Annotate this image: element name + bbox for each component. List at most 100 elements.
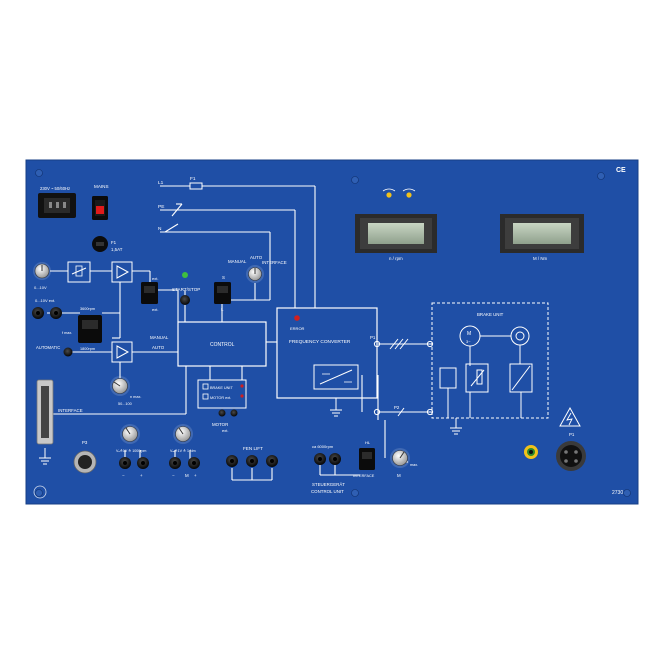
n-label: N bbox=[158, 226, 162, 232]
warning-icon bbox=[559, 406, 581, 427]
manufacturer-logo bbox=[33, 485, 47, 499]
fern-lift-jack-3[interactable] bbox=[266, 455, 278, 467]
motor-ext-jacks[interactable] bbox=[218, 409, 238, 417]
p3-connector[interactable] bbox=[73, 450, 97, 474]
speed-range-switch[interactable] bbox=[78, 315, 102, 343]
ground-safety-socket[interactable] bbox=[524, 445, 538, 459]
ext-voltage-jack-neg[interactable] bbox=[50, 307, 62, 319]
speed-plus-label: + bbox=[140, 473, 143, 478]
l-label: L bbox=[221, 307, 224, 312]
speed-scale-knob[interactable] bbox=[120, 424, 140, 444]
interface-bottom-label: INTERFACE bbox=[353, 474, 375, 478]
auto-label: AUTO bbox=[152, 345, 165, 350]
torque-scale-knob[interactable] bbox=[173, 424, 193, 444]
ce-mark: CE bbox=[616, 167, 626, 174]
torque-plus-label: + bbox=[194, 473, 197, 478]
rpm-3600-label: 3600rpm bbox=[80, 307, 95, 311]
error-label: ERROR bbox=[290, 326, 305, 331]
amplifier-block-bottom bbox=[111, 341, 133, 363]
motor-ext-label: MOTOR bbox=[212, 422, 228, 427]
fuse-holder[interactable] bbox=[92, 236, 108, 252]
interface-left-label: INTERFACE bbox=[58, 408, 83, 413]
fern-lift-label: FEN LIFT bbox=[243, 446, 263, 451]
m-knob-label: M bbox=[397, 473, 401, 478]
ext-label-2: ext. bbox=[222, 428, 228, 433]
interface-top-label: INTERFACE bbox=[262, 260, 287, 265]
torque-volt-label: Vₘ≙1V ≙ 1 Nm bbox=[170, 448, 196, 453]
setpoint-knob[interactable] bbox=[33, 262, 51, 280]
p1-right-label: P1 bbox=[569, 432, 575, 437]
ext-label-1: ext. bbox=[152, 276, 158, 281]
ca-rpm-label: ca 6000rpm bbox=[312, 444, 334, 449]
error-led bbox=[294, 315, 300, 321]
panel-screws bbox=[35, 169, 631, 497]
ext-label-1b: ext. bbox=[152, 307, 158, 312]
ext-voltage-jack-pos[interactable] bbox=[32, 307, 44, 319]
max-label: max. bbox=[410, 463, 418, 467]
control-unit-jack-1[interactable] bbox=[314, 453, 326, 465]
motor-power-connector[interactable] bbox=[556, 441, 586, 471]
torque-output-jack-1[interactable] bbox=[169, 457, 181, 469]
start-stop-label: START/STOP bbox=[172, 287, 200, 292]
speed-minus-label: − bbox=[122, 473, 125, 478]
torque-output-jack-2[interactable] bbox=[188, 457, 200, 469]
f1-fuse-symbol bbox=[189, 182, 203, 190]
brake-unit-legend: BRAKE UNIT bbox=[210, 386, 233, 390]
brake-unit-label: BRAKE UNIT bbox=[477, 312, 504, 317]
p2-connector-symbol bbox=[373, 407, 434, 417]
unit-legend-box bbox=[197, 379, 247, 409]
ground-symbol-left bbox=[39, 448, 51, 465]
ext-voltage-label: 0...10V ext. bbox=[35, 298, 55, 303]
torque-minus-label: − bbox=[172, 473, 175, 478]
p1-label: P1 bbox=[370, 335, 376, 340]
p2-label: P2 bbox=[394, 405, 400, 410]
nmax-knob[interactable] bbox=[110, 376, 130, 396]
automatic-jack[interactable] bbox=[63, 347, 73, 357]
power-inlet[interactable] bbox=[38, 193, 76, 218]
voltage-range-label: 0...10V bbox=[34, 285, 47, 290]
mode-selector-knob[interactable] bbox=[246, 265, 264, 283]
fmax-label: f max. bbox=[62, 331, 72, 335]
mains-switch[interactable] bbox=[92, 196, 108, 220]
p1-connector-symbol bbox=[373, 338, 434, 350]
s-label: S bbox=[222, 275, 225, 280]
nmax-label: n max. bbox=[130, 395, 141, 399]
torque-setpoint-knob[interactable] bbox=[390, 448, 410, 468]
manual-label: MANUAL bbox=[150, 335, 169, 340]
speed-display bbox=[355, 214, 437, 253]
m-nm-label: M / Nm bbox=[533, 256, 547, 261]
steuergeraet-label: STEUERGERÄT bbox=[312, 482, 345, 487]
n-rpm-label: n / rpm bbox=[389, 256, 403, 261]
automatic-label: AUTOMATIC bbox=[36, 345, 60, 350]
torque-m-label: M bbox=[185, 473, 189, 478]
interface-connector[interactable] bbox=[36, 379, 54, 445]
start-stop-jack[interactable] bbox=[180, 295, 190, 305]
f1-top-label: F1 bbox=[190, 176, 196, 182]
speed-volt-label: Vₙ≙1V ≙ 1000rpm bbox=[116, 448, 146, 453]
hl-label: HL bbox=[365, 440, 371, 445]
motor-3-label: 3~ bbox=[466, 339, 471, 344]
freq-converter-label: FREQUENCY CONVERTER bbox=[289, 339, 351, 345]
ext-switch[interactable] bbox=[141, 282, 158, 304]
fuse-rating-label: 1,5AT bbox=[111, 247, 123, 252]
control-block bbox=[177, 321, 267, 367]
fern-lift-jack-1[interactable] bbox=[226, 455, 238, 467]
ground-symbol-fc bbox=[330, 398, 342, 417]
speed-output-jack-2[interactable] bbox=[137, 457, 149, 469]
fern-lift-jack-2[interactable] bbox=[246, 455, 258, 467]
amplifier-block-top bbox=[111, 261, 133, 283]
speed-output-jack-1[interactable] bbox=[119, 457, 131, 469]
manual-top-label: MANUAL bbox=[228, 259, 247, 264]
l1-label: L1 bbox=[158, 180, 164, 186]
frequency-converter-block bbox=[276, 307, 378, 399]
ground-symbol-brake bbox=[450, 418, 462, 435]
control-unit-jack-2[interactable] bbox=[329, 453, 341, 465]
interface-switch[interactable] bbox=[359, 448, 375, 470]
start-stop-led bbox=[182, 272, 188, 278]
limiter-block bbox=[67, 261, 91, 283]
power-rating-label: 230V ~ 50/60Hz bbox=[40, 186, 70, 191]
mains-label: MAINS bbox=[94, 184, 109, 189]
s-l-switch[interactable] bbox=[214, 282, 231, 304]
pe-label: PE bbox=[158, 204, 164, 210]
